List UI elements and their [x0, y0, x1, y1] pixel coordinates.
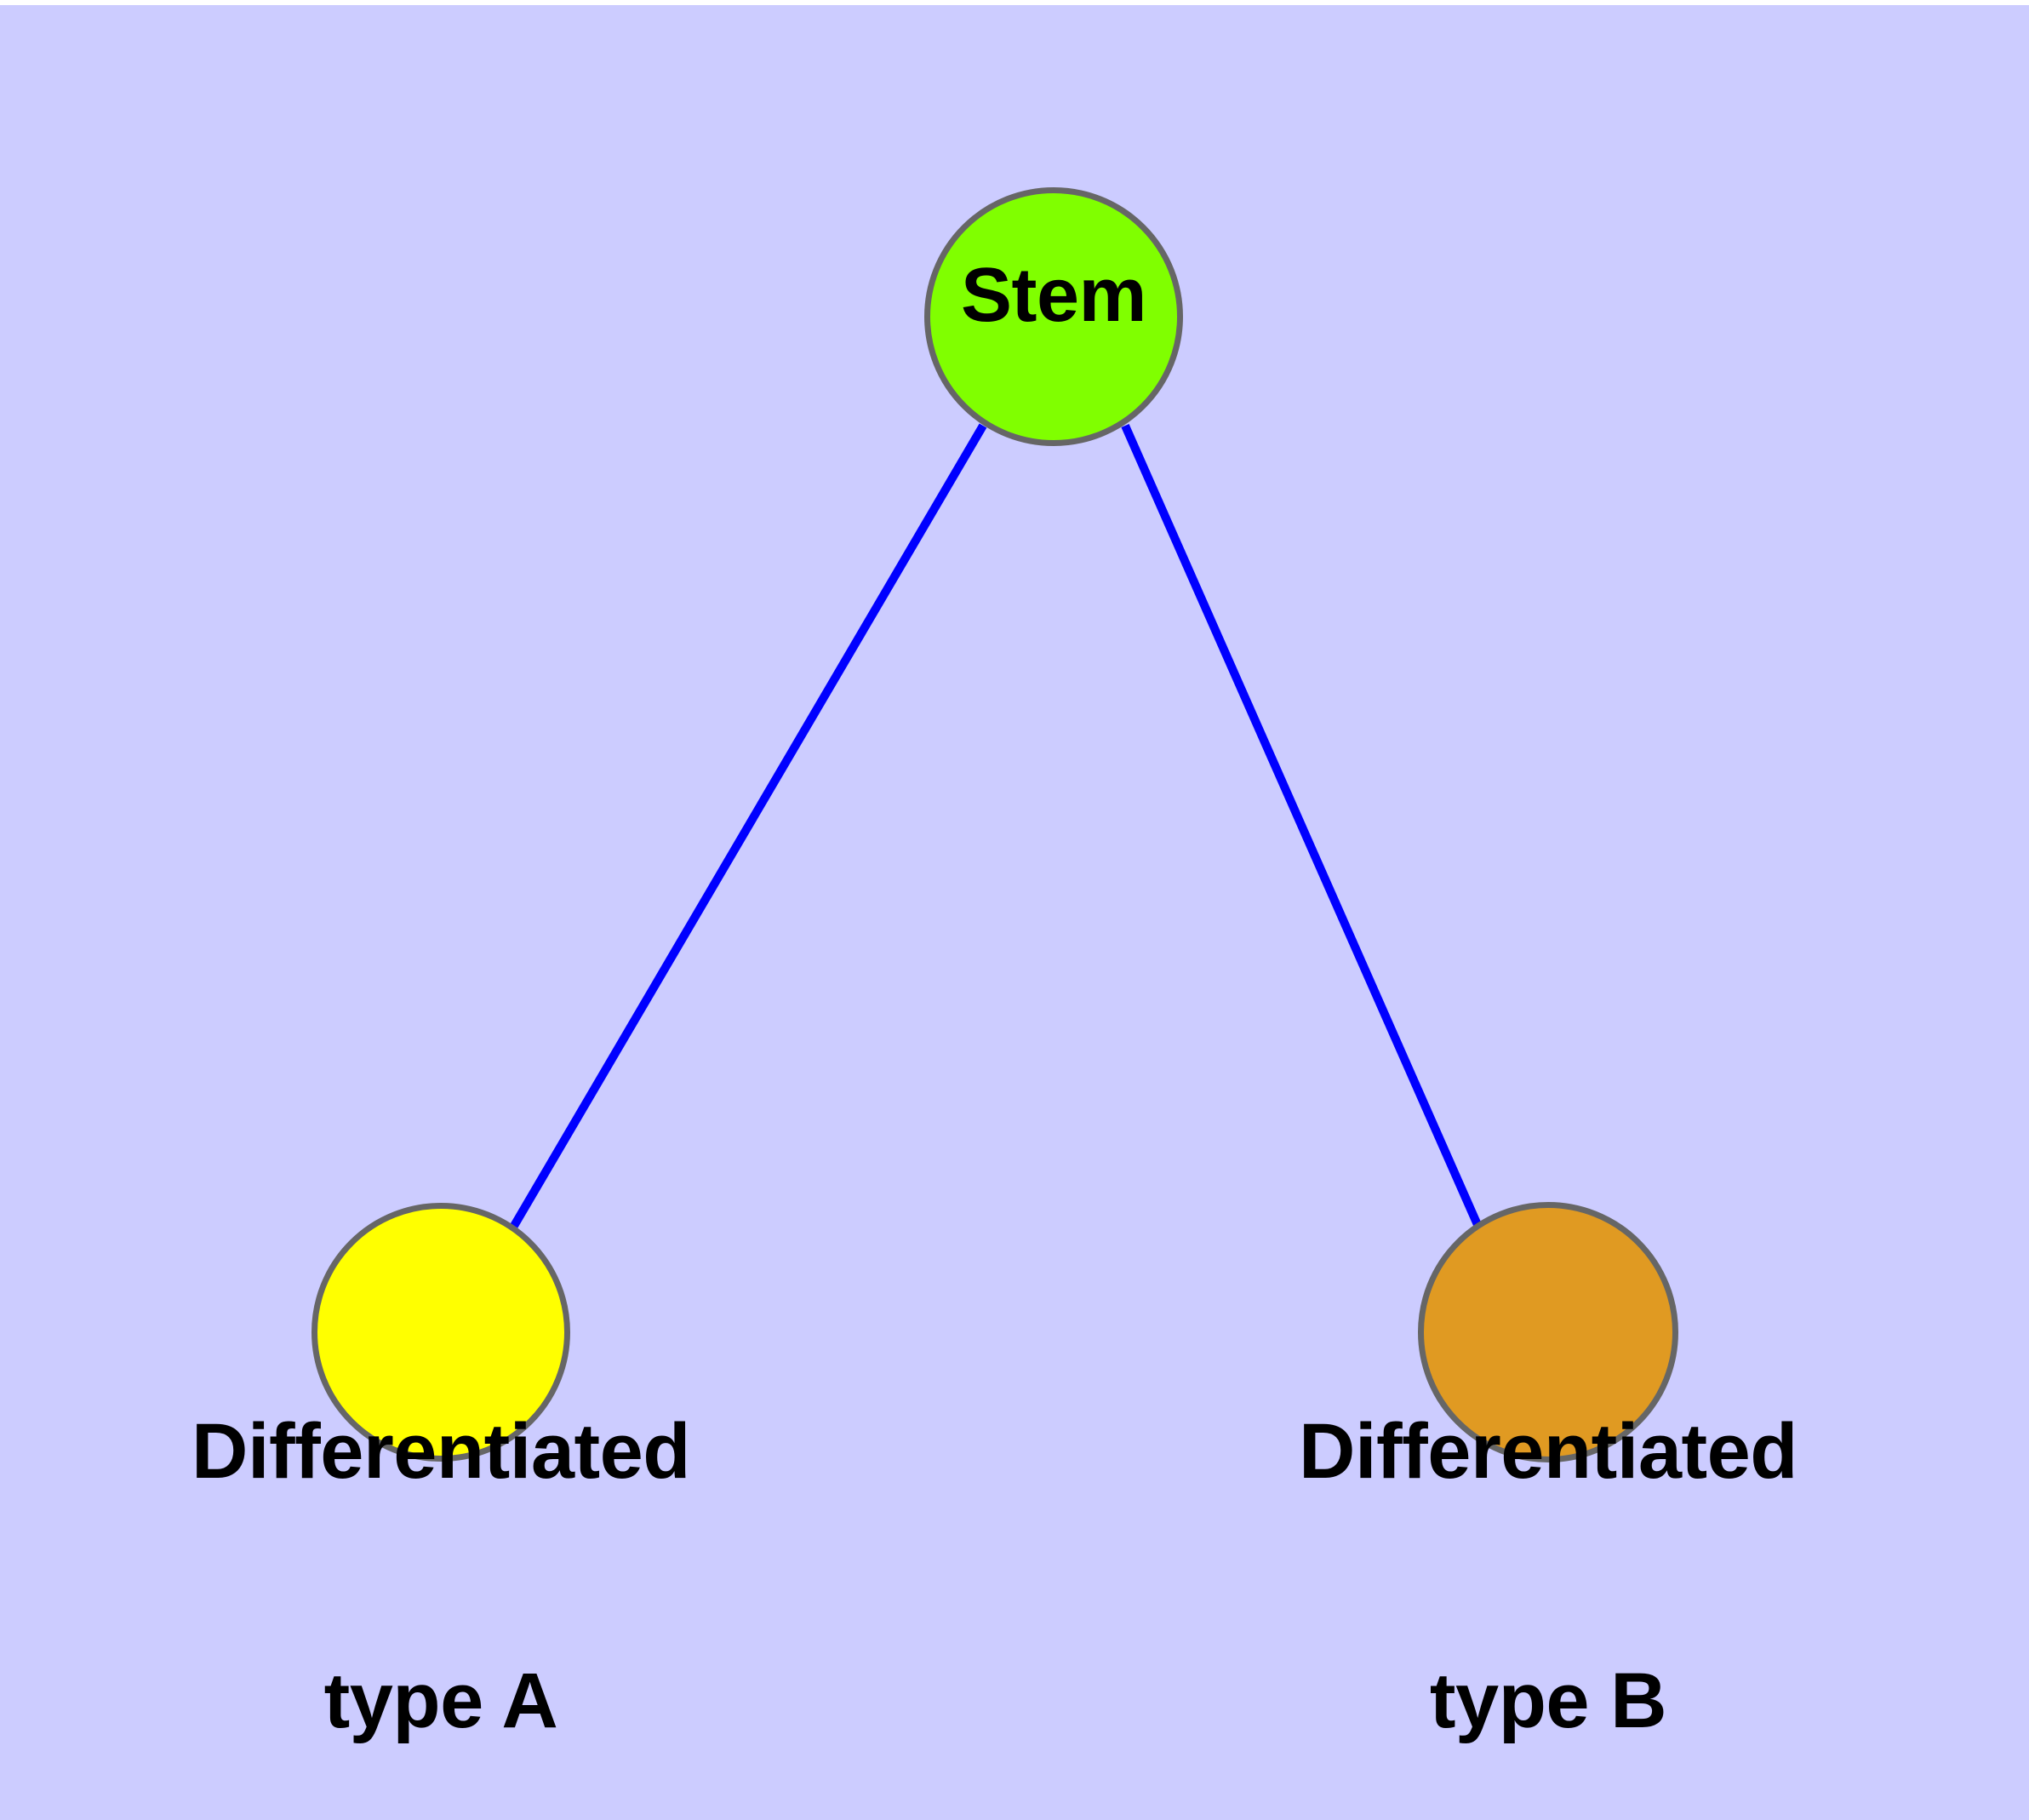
edge-stem-to-differentiated-type-a [510, 423, 987, 1228]
node-differentiated-type-a[interactable] [311, 1203, 570, 1462]
top-white-strip [0, 0, 2029, 5]
nodes-layer [311, 187, 1678, 1462]
edges-layer [510, 423, 1483, 1229]
node-stem[interactable] [924, 187, 1183, 446]
edge-stem-to-differentiated-type-b [1121, 423, 1483, 1229]
node-differentiated-type-b[interactable] [1418, 1202, 1678, 1462]
